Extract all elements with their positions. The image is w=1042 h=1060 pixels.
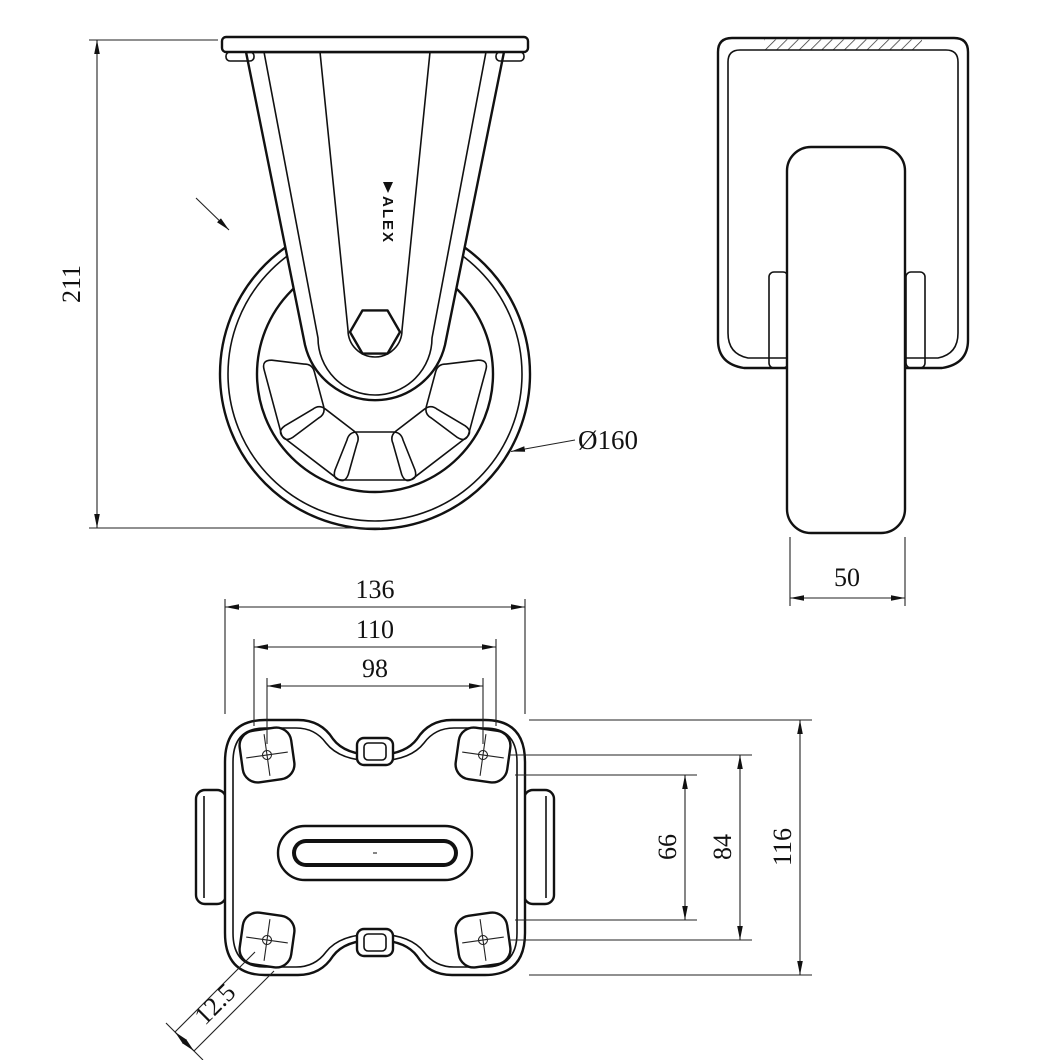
spoke-hole (425, 359, 488, 441)
dim-text-overall-height: 211 (57, 265, 86, 303)
brand-logo: ALEX (379, 182, 396, 244)
spoke-hole (279, 405, 359, 482)
spoke-hole (262, 359, 325, 441)
plan-view: 136 110 98 116 84 (165, 575, 812, 1060)
fork-center-face (319, 51, 431, 358)
dim-wheel-width: 50 (789, 537, 906, 606)
bracket-inner (727, 49, 959, 359)
axle-hex-nut (348, 309, 402, 355)
king-pin-bottom (355, 927, 395, 958)
dim-plate-length: 116 (529, 719, 812, 976)
tread-leader-arrow (195, 197, 230, 231)
fork-outer (244, 50, 506, 402)
dim-overall-height: 211 (57, 39, 380, 529)
brand-logo-text: ALEX (379, 196, 396, 244)
dim-text-outer-bolt-span: 110 (356, 615, 394, 644)
dim-plate-width: 136 (224, 575, 526, 714)
dim-wheel-diameter: Ø160 (510, 425, 638, 455)
hub-cap-left (768, 271, 789, 369)
spoke-hole (391, 405, 471, 482)
bolt-pad-top-left (238, 726, 296, 784)
fork-inner-line (263, 51, 487, 396)
king-pin-top (355, 736, 395, 767)
plate-bolt-tab-right (495, 51, 525, 62)
wheel-end-right (522, 788, 556, 906)
bolt-pad-top-right (454, 726, 512, 784)
plate-bolt-tab-left (225, 51, 255, 62)
plate-section-hatch (764, 39, 922, 50)
top-plate-edge (220, 35, 530, 54)
hub-cap-right (905, 271, 926, 369)
front-view: ALEX 211 Ø160 (57, 35, 638, 531)
dim-text-inner-bolt-span: 98 (362, 654, 388, 683)
wheel-spoke-holes (262, 359, 488, 482)
wheel-end-left (194, 788, 228, 906)
bracket-outer (716, 36, 970, 370)
dim-text-wheel-diameter: Ø160 (578, 425, 638, 455)
dim-text-plate-width: 136 (356, 575, 395, 604)
dim-text-wheel-width: 50 (834, 563, 860, 592)
dim-inner-bolt-span: 98 (266, 654, 484, 744)
mounting-plate-inner-contour (232, 727, 518, 968)
dim-text-corner-hole-offset: 12.5 (189, 978, 242, 1031)
dim-text-inner-hole-span: 66 (653, 834, 682, 860)
spoke-hole (333, 431, 417, 481)
wheel-side-profile (785, 145, 907, 535)
dim-text-plate-length: 116 (768, 828, 797, 866)
brand-logo-mark (383, 182, 393, 193)
dim-text-outer-hole-span: 84 (708, 834, 737, 860)
dim-outer-hole-span: 84 (509, 754, 752, 941)
dim-outer-bolt-span: 110 (253, 615, 497, 726)
dim-inner-hole-span: 66 (515, 774, 697, 921)
side-view: 50 (716, 36, 970, 606)
bolt-pad-bottom-right (454, 911, 512, 969)
